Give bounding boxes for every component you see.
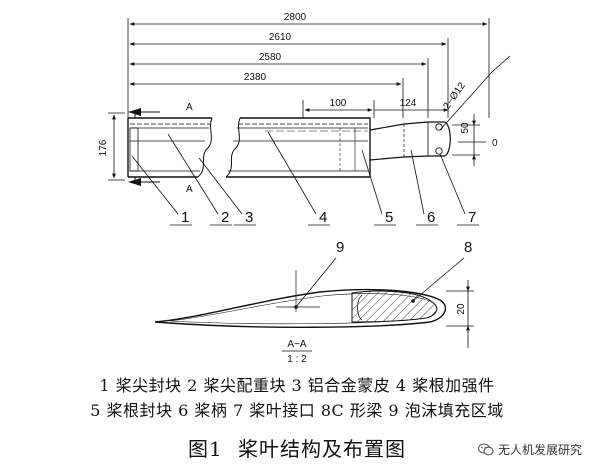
dim-2580: 2580 [259, 52, 282, 63]
part-label-2: 2 [221, 209, 229, 226]
section-arrows [128, 108, 141, 186]
wechat-icon [477, 443, 494, 456]
dim-2800: 2800 [284, 12, 307, 23]
part-label-1: 1 [181, 209, 189, 226]
section-title: A−A [287, 339, 307, 350]
part-label-8: 8 [464, 239, 472, 256]
dim-176: 176 [98, 139, 109, 156]
dim-20: 20 [456, 303, 467, 315]
watermark: 无人机发展研究 [477, 441, 582, 458]
figure-number: 图1 [187, 437, 223, 461]
part-label-6: 6 [427, 209, 435, 226]
watermark-text: 无人机发展研究 [497, 443, 582, 457]
section-scale: 1 : 2 [287, 354, 307, 365]
figure-caption: 图1 桨叶结构及布置图 [0, 433, 594, 462]
section-mark-a-top: A [186, 102, 193, 113]
legend-line-1: 1 桨尖封块 2 桨尖配重块 3 铝合金蒙皮 4 桨根加强件 [99, 376, 495, 395]
airfoil-points [294, 299, 415, 309]
part-label-3: 3 [245, 209, 253, 226]
part-label-9: 9 [336, 239, 344, 256]
dim-zero: 0 [492, 138, 498, 149]
part-leaders [131, 131, 479, 226]
dim-2610: 2610 [269, 32, 292, 43]
dim-hole: 2−Ø12 [441, 80, 468, 111]
dim-124: 124 [400, 98, 417, 109]
dimension-lines [108, 18, 511, 181]
blade-plan-view [127, 111, 451, 183]
part-label-5: 5 [385, 209, 393, 226]
part-label-4: 4 [319, 209, 327, 226]
dim-100: 100 [330, 98, 347, 109]
dim-2380: 2380 [244, 72, 267, 83]
legend-line-2: 5 桨根封块 6 桨柄 7 桨叶接口 8C 形梁 9 泡沫填充区域 [90, 401, 504, 420]
airfoil-section [154, 257, 474, 352]
blade-structure-drawing: 2800 2610 2580 2380 100 124 176 50 2−Ø12… [98, 12, 511, 365]
figure-title: 桨叶结构及布置图 [238, 437, 407, 461]
part-label-7: 7 [468, 209, 476, 226]
part-number-labels: 1 2 3 4 5 6 7 9 8 [181, 209, 476, 256]
section-mark-a-bottom: A [186, 184, 193, 195]
dim-50: 50 [460, 122, 471, 134]
